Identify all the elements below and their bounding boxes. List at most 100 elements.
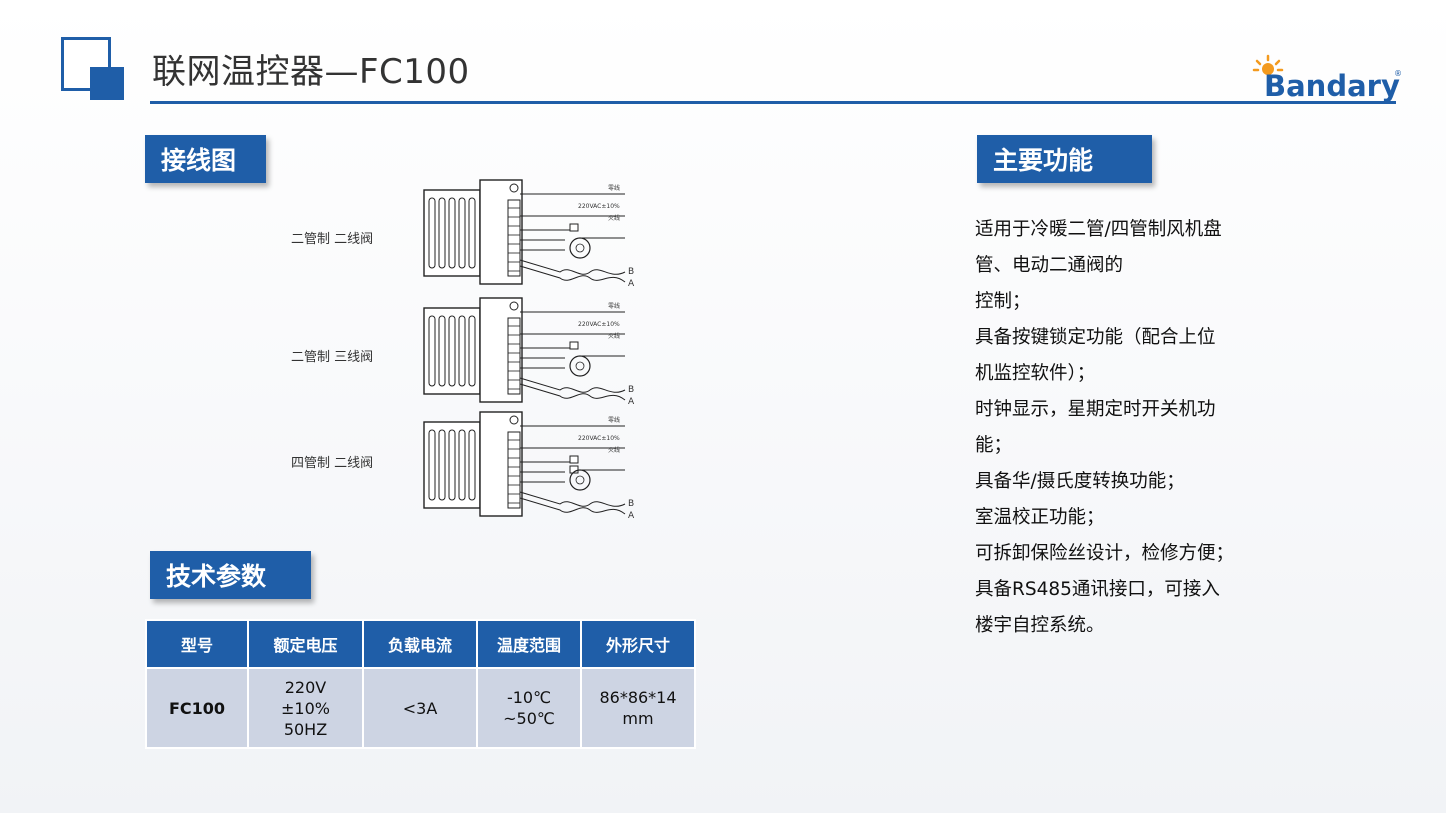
registered-mark: ® <box>1394 69 1402 78</box>
vent-slot <box>428 429 436 501</box>
terminal-strip <box>507 199 521 277</box>
function-line: 机监控软件）； <box>975 363 1096 384</box>
terminal-screw <box>509 183 519 193</box>
diagram-label-3: 四管制 二线阀 <box>291 456 374 471</box>
bus-wire <box>519 265 626 283</box>
temp-line: ~50℃ <box>503 709 555 728</box>
vent-slot <box>428 315 436 387</box>
power-label: 220VAC±10% <box>578 435 620 442</box>
bus-a-label: A <box>628 511 635 521</box>
size-line: 86*86*14 <box>599 688 677 707</box>
vent-slot <box>438 197 446 269</box>
bus-wire <box>519 259 626 275</box>
voltage-line: 50HZ <box>283 719 328 739</box>
col-model: 型号 <box>145 619 249 669</box>
function-line: 室温校正功能； <box>975 507 1105 528</box>
vent-slot <box>448 197 456 269</box>
function-list: 适用于冷暖二管/四管制风机盘 管、电动二通阀的 控制； 具备按键锁定功能（配合上… <box>975 212 1265 644</box>
function-line: 控制； <box>975 291 1031 312</box>
vent-slot <box>468 197 476 269</box>
terminal-strip <box>507 317 521 395</box>
fan-motor-icon <box>569 469 591 491</box>
bus-wire <box>519 377 626 393</box>
vent-slot <box>448 315 456 387</box>
temp-line: -10℃ <box>506 688 552 707</box>
bus-a-label: A <box>628 279 635 289</box>
sun-icon <box>1252 54 1284 75</box>
vent-slot <box>438 315 446 387</box>
power-label: 220VAC±10% <box>578 203 620 210</box>
bus-wire <box>519 497 626 515</box>
col-current: 负载电流 <box>362 619 478 669</box>
live-label: 火线 <box>608 446 620 454</box>
vent-slot <box>468 315 476 387</box>
fan-motor-icon <box>569 237 591 259</box>
cell-voltage: 220V ±10% 50HZ <box>247 667 364 749</box>
size-line: mm <box>622 709 654 728</box>
brand-logo: Bandary ® <box>1252 54 1402 103</box>
live-label: 火线 <box>608 214 620 222</box>
title-corner-outline <box>61 37 111 91</box>
cell-temp: -10℃ ~50℃ <box>476 667 582 749</box>
vent-slot <box>468 429 476 501</box>
vent-slot <box>438 429 446 501</box>
specs-heading: 技术参数 <box>150 551 311 599</box>
header-rule <box>150 101 1396 104</box>
function-line: 时钟显示，星期定时开关机功 <box>975 399 1216 420</box>
cell-model: FC100 <box>145 667 249 749</box>
logo-text: Bandary <box>1264 69 1400 102</box>
neutral-label: 零线 <box>608 416 620 424</box>
voltage-line: ±10% <box>281 698 330 718</box>
fan-motor-core <box>575 361 585 371</box>
bus-b-label: B <box>628 499 634 509</box>
terminal-strip <box>507 431 521 509</box>
neutral-label: 零线 <box>608 184 620 192</box>
valve-icon <box>569 223 579 232</box>
col-temp: 温度范围 <box>476 619 582 669</box>
terminal-screw <box>509 415 519 425</box>
diagram-label-2: 二管制 三线阀 <box>291 350 374 365</box>
thermostat-body <box>423 189 481 277</box>
spec-table: 型号 额定电压 负载电流 温度范围 外形尺寸 FC100 220V ±10% 5… <box>145 619 696 749</box>
vent-slot <box>458 197 466 269</box>
voltage-line: 220V <box>284 677 327 697</box>
cell-current: <3A <box>362 667 478 749</box>
vent-slot <box>428 197 436 269</box>
bus-wire <box>519 491 626 507</box>
valve-icon <box>569 465 579 474</box>
power-label: 220VAC±10% <box>578 321 620 328</box>
neutral-label: 零线 <box>608 302 620 310</box>
bus-a-label: A <box>628 397 635 407</box>
fan-motor-core <box>575 243 585 253</box>
functions-heading: 主要功能 <box>977 135 1152 183</box>
function-line: 管、电动二通阀的 <box>975 255 1124 276</box>
bus-b-label: B <box>628 267 634 277</box>
col-voltage: 额定电压 <box>247 619 364 669</box>
vent-slot <box>448 429 456 501</box>
valve-icon <box>569 341 579 350</box>
vent-slot <box>458 429 466 501</box>
col-size: 外形尺寸 <box>580 619 696 669</box>
function-line: 具备RS485通讯接口，可接入 <box>975 579 1220 600</box>
terminal-screw <box>509 301 519 311</box>
table-row: FC100 220V ±10% 50HZ <3A -10℃ ~50℃ 86*86… <box>145 667 696 749</box>
function-line: 能； <box>975 435 1013 456</box>
title-corner-fill <box>90 67 124 100</box>
function-line: 楼宇自控系统。 <box>975 615 1105 636</box>
spec-header-row: 型号 额定电压 负载电流 温度范围 外形尺寸 <box>145 619 696 669</box>
function-line: 适用于冷暖二管/四管制风机盘 <box>975 219 1222 240</box>
diagram-label-1: 二管制 二线阀 <box>291 232 374 247</box>
bus-wire <box>519 383 626 401</box>
vent-slot <box>458 315 466 387</box>
page-title: 联网温控器—FC100 <box>152 52 470 92</box>
thermostat-body <box>423 421 481 509</box>
function-line: 具备华/摄氏度转换功能； <box>975 471 1185 492</box>
fan-motor-icon <box>569 355 591 377</box>
wiring-heading: 接线图 <box>145 135 266 183</box>
function-line: 可拆卸保险丝设计，检修方便； <box>975 543 1235 564</box>
live-label: 火线 <box>608 332 620 340</box>
bus-b-label: B <box>628 385 634 395</box>
valve-icon <box>569 455 579 464</box>
fan-motor-core <box>575 475 585 485</box>
